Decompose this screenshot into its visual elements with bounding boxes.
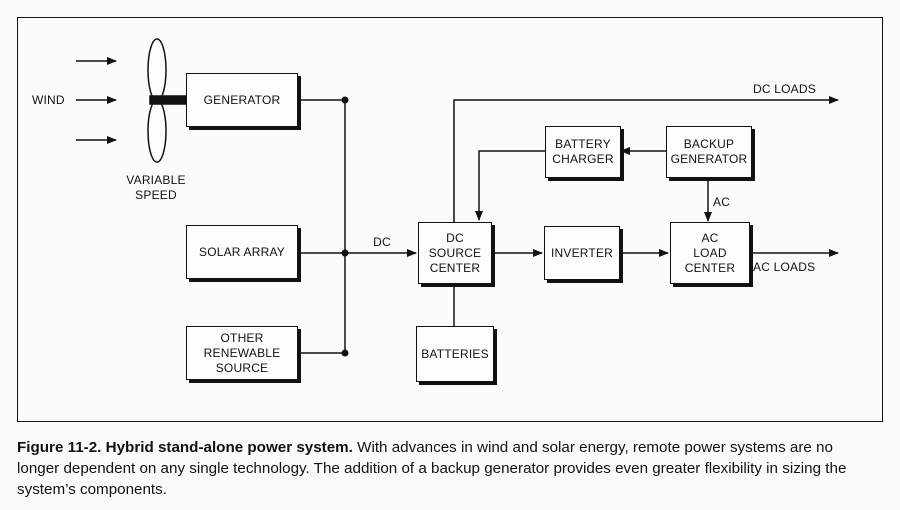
ac-loads-label: AC LOADS [753,260,816,274]
dc-label: DC [373,235,391,249]
caption-text: With advances in wind and solar energy, … [17,439,847,498]
junction-dot [341,249,349,257]
junction-dot [341,96,349,104]
junction-dot [341,349,349,357]
inverter-box: INVERTER [544,226,620,280]
figure-caption: Figure 11-2. Hybrid stand-alone power sy… [17,437,877,500]
ac-label: AC [713,195,731,209]
dc-loads-line [453,96,839,222]
backup-generator-box: BACKUP GENERATOR [666,126,752,178]
ac-load-center-box: AC LOAD CENTER [670,222,750,284]
variable-speed-label: VARIABLE SPEED [126,173,186,202]
caption-title: Figure 11-2. Hybrid stand-alone power sy… [17,439,353,456]
batteries-box: BATTERIES [416,326,494,382]
generator-box: GENERATOR [186,73,298,127]
wind-turbine-icon [147,38,187,163]
dc-loads-label: DC LOADS [753,82,816,96]
battery-charger-box: BATTERY CHARGER [545,126,621,178]
wind-label: WIND [32,93,65,107]
solar-array-box: SOLAR ARRAY [186,225,298,279]
dc-source-center-box: DC SOURCE CENTER [418,222,492,284]
other-renewable-box: OTHER RENEWABLE SOURCE [186,326,298,380]
charger-to-dc-center [475,150,546,221]
diagram-frame [17,17,883,422]
